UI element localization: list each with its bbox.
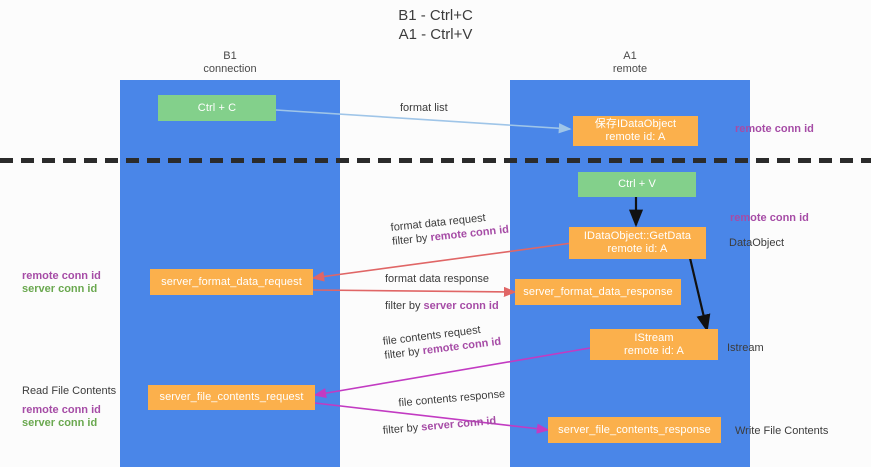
edge-label-fcreq-prefix: filter by (383, 345, 424, 362)
lane-header-a1-sub: remote (612, 63, 648, 75)
lane-header-b1-name: B1 (223, 50, 237, 62)
node-server-format-data-request[interactable]: server_format_data_request (150, 269, 313, 295)
title-line-1: B1 - Ctrl+C (398, 7, 473, 24)
lane-header-b1-sub: connection (203, 63, 257, 75)
annotation-left-remote-conn-id-b: remote conn id (22, 404, 101, 416)
lane-header-b1: B1 connection (120, 50, 340, 76)
node-idataobject-getdata[interactable]: IDataObject::GetData remote id: A (569, 227, 706, 259)
edge-label-fcresp-accent: server conn id (420, 414, 497, 434)
node-fmt-req-label: server_format_data_request (161, 275, 302, 288)
annotation-read-file-contents: Read File Contents (22, 385, 117, 397)
annotation-remote-conn-id-top: remote conn id (735, 123, 814, 135)
node-server-file-contents-request[interactable]: server_file_contents_request (148, 385, 315, 410)
page-title: B1 - Ctrl+C A1 - Ctrl+V (0, 6, 871, 44)
annotation-dataobject: DataObject (729, 237, 785, 249)
edge-label-file-contents-response: file contents response filter by server … (380, 388, 505, 437)
edge-label-fdresp-prefix: filter by (385, 300, 424, 312)
node-save-idataobject[interactable]: 保存IDataObject remote id: A (573, 116, 698, 146)
phase-divider (0, 158, 871, 163)
node-server-format-data-response[interactable]: server_format_data_response (515, 279, 681, 305)
edge-label-fcresp-line2: filter by server conn id (382, 414, 497, 438)
edge-label-fdr-prefix: filter by (391, 231, 432, 248)
edge-label-fdresp-accent: server conn id (423, 300, 499, 312)
edge-label-format-list: format list (400, 102, 448, 114)
node-ctrl-c[interactable]: Ctrl + C (158, 95, 276, 121)
node-getdata-line1: IDataObject::GetData (583, 230, 692, 242)
node-ctrl-c-label: Ctrl + C (197, 101, 237, 114)
annotation-left-server-conn-id-a: server conn id (22, 283, 98, 295)
edge-label-format-data-request: format data request filter by remote con… (390, 209, 510, 249)
node-save-idataobject-line1: 保存IDataObject (594, 118, 677, 130)
node-server-file-contents-response[interactable]: server_file_contents_response (548, 417, 721, 443)
annotation-left-remote-conn-id-a: remote conn id (22, 270, 101, 282)
node-file-resp-label: server_file_contents_response (558, 423, 711, 436)
node-ctrl-v[interactable]: Ctrl + V (578, 172, 696, 197)
lane-header-a1-name: A1 (623, 50, 637, 62)
annotation-left-server-conn-id-b: server conn id (22, 417, 98, 429)
title-line-2: A1 - Ctrl+V (398, 26, 473, 43)
node-istream-line2: remote id: A (624, 344, 684, 357)
node-file-req-label: server_file_contents_request (159, 391, 304, 403)
edge-label-fcresp-prefix: filter by (382, 421, 422, 437)
edge-label-format-data-response: format data response filter by server co… (385, 272, 499, 312)
node-istream[interactable]: IStream remote id: A (590, 329, 718, 360)
node-getdata-line2: remote id: A (607, 243, 668, 255)
node-save-idataobject-line2: remote id: A (605, 131, 666, 143)
annotation-write-file-contents: Write File Contents (735, 425, 829, 437)
node-istream-line1: IStream (634, 331, 674, 344)
edge-label-fcresp-line1: file contents response (398, 388, 506, 410)
annotation-istream: Istream (727, 342, 764, 354)
annotation-remote-conn-id-mid: remote conn id (730, 212, 809, 224)
lane-header-a1: A1 remote (510, 50, 750, 76)
node-ctrl-v-label: Ctrl + V (618, 178, 656, 190)
edge-label-fdresp-line2: filter by server conn id (385, 299, 499, 313)
node-fmt-resp-label: server_format_data_response (523, 285, 673, 298)
edge-label-file-contents-request: file contents request filter by remote c… (382, 321, 502, 363)
edge-label-fdresp-line1: format data response (385, 273, 489, 285)
